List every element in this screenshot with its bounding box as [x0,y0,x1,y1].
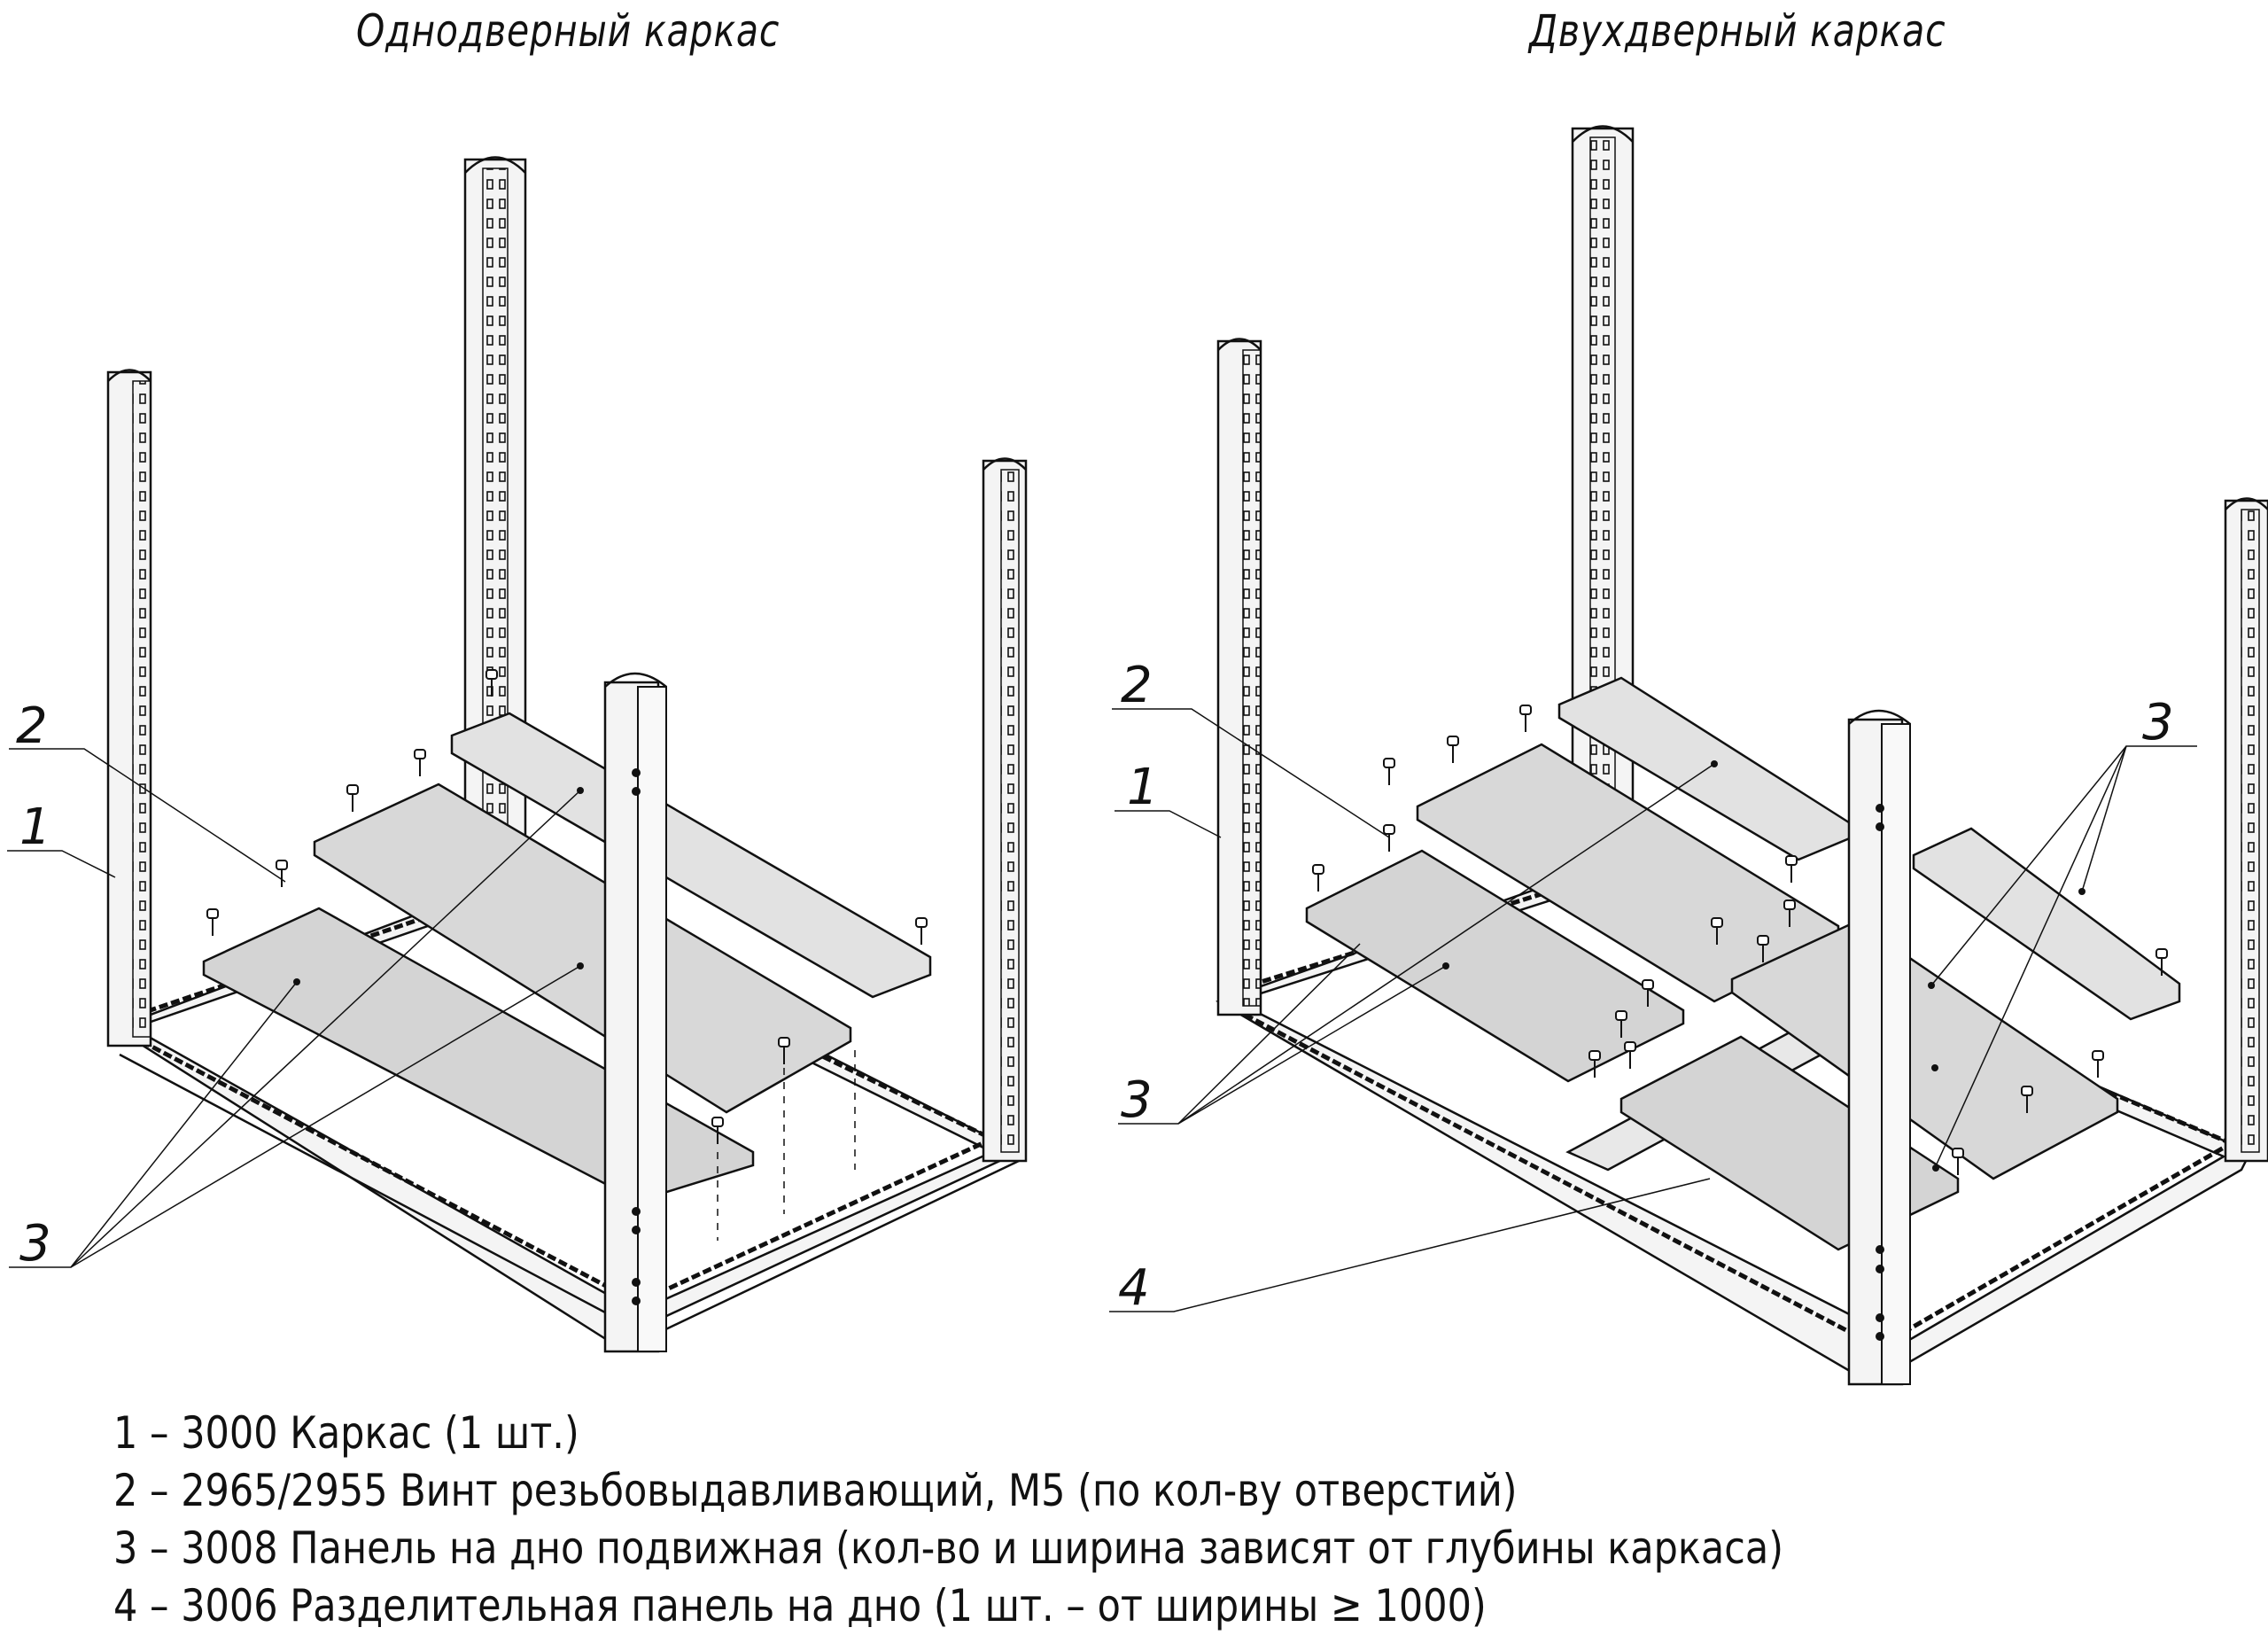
diagram-title-double-door: Двухдверный каркас [1529,5,1946,57]
floor-panel-middle [313,783,852,1114]
callout-3-left: 3 [19,1215,51,1273]
callout-1-right: 1 [1127,759,1159,816]
callout-3-right-upper: 3 [2142,694,2174,751]
legend-item-2: 2 – 2965/2955 Винт резьбовыдавливающий, … [113,1465,1518,1516]
double-door-frame [1109,125,2268,1386]
frame-post-front [603,672,667,1353]
frame-post-left [106,369,152,1047]
callout-2-left: 2 [16,697,48,755]
frame-post-back [463,156,527,915]
frame-post-left-right [1216,338,1262,1016]
legend-item-3: 3 – 3008 Панель на дно подвижная (кол-во… [113,1522,1784,1574]
legend-item-4: 4 – 3006 Разделительная панель на дно (1… [113,1580,1487,1631]
parts-legend: 1 – 3000 Каркас (1 шт.) 2 – 2965/2955 Ви… [113,1405,1783,1635]
callout-3-right-lower: 3 [1121,1071,1153,1129]
floor-panel-back [450,712,932,999]
frame-post-right-right [2224,497,2268,1163]
frame-post-front-right [1847,709,1911,1386]
legend-item-1: 1 – 3000 Каркас (1 шт.) [113,1407,579,1459]
frame-post-right [982,457,1028,1163]
callout-1-left: 1 [19,798,51,856]
diagram-title-single-door: Однодверный каркас [356,5,781,57]
callout-2-right: 2 [1121,657,1153,714]
callout-4-right: 4 [1118,1259,1150,1317]
single-door-frame [7,156,1028,1353]
